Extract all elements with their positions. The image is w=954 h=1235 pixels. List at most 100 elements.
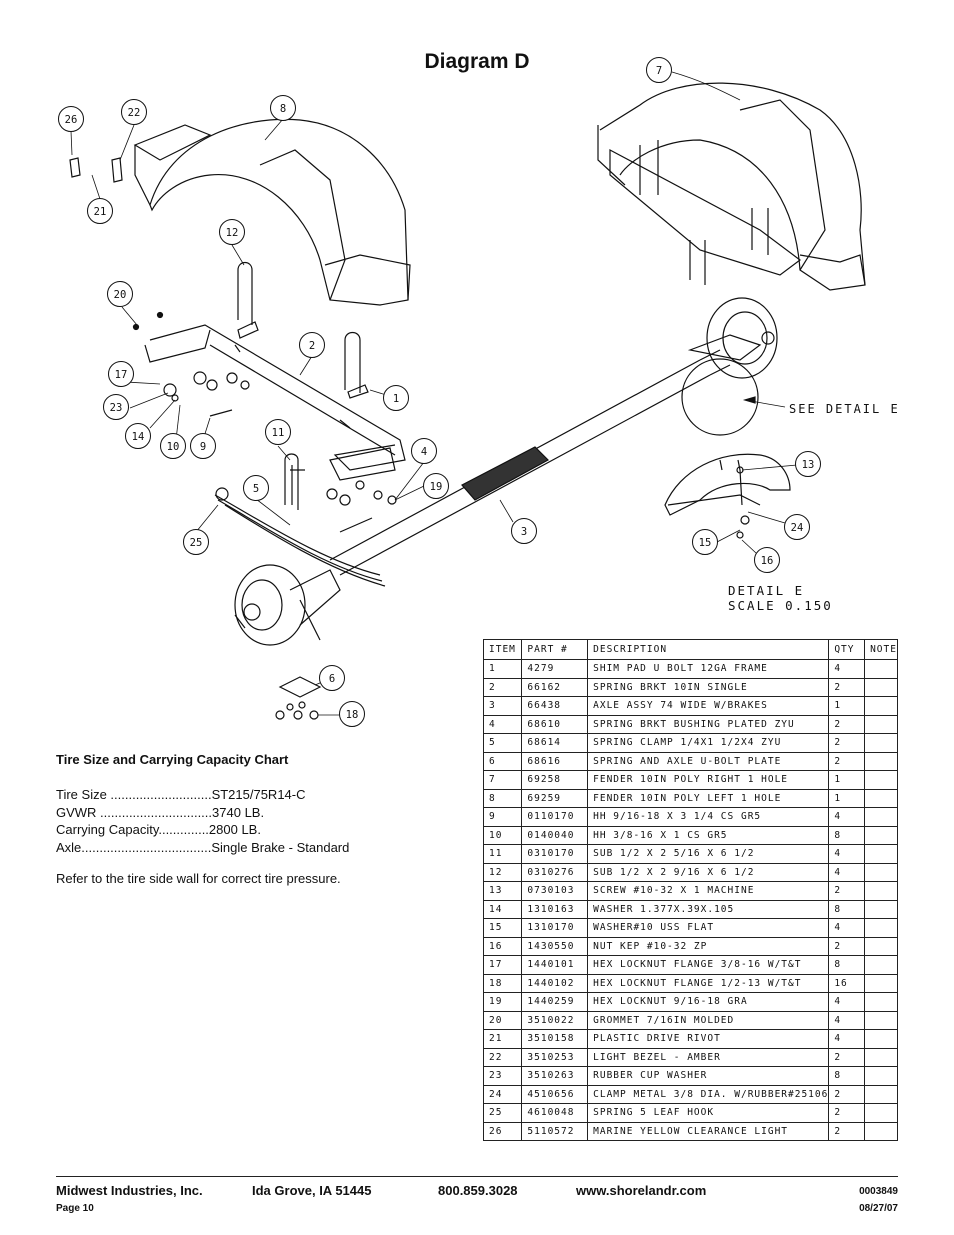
cell-description: HH 9/16-18 X 3 1/4 CS GR5 [587,807,830,827]
callout-label: 25 [190,537,203,549]
callout-label: 13 [802,459,815,471]
cell-part-number: 1440259 [521,992,589,1012]
footer-location: Ida Grove, IA 51445 [252,1183,372,1198]
cell-description: CLAMP METAL 3/8 DIA. W/RUBBER#25106 [587,1084,830,1104]
callout-8: 8 [270,95,296,121]
callout-label: 21 [94,206,107,218]
cell-part-number: 3510263 [521,1066,589,1086]
axle-tube-drawing [329,349,731,576]
cell-item: 26 [482,1121,523,1141]
cell-item: 7 [482,770,523,790]
cell-qty: 1 [828,696,866,716]
cell-item: 21 [482,1029,523,1049]
cell-description: FENDER 10IN POLY RIGHT 1 HOLE [587,770,830,790]
cell-note [864,844,898,864]
cell-note [864,955,898,975]
callout-13: 13 [795,451,821,477]
cell-note [864,936,898,956]
cell-note [864,1029,898,1049]
callout-9: 9 [190,433,216,459]
cell-part-number: 68616 [521,751,589,771]
cell-part-number: 0310170 [521,844,589,864]
cell-qty: 2 [828,1084,866,1104]
callout-circle [299,332,325,358]
spec-label: Axle.................................... [56,839,212,855]
callout-11: 11 [265,419,291,445]
cell-part-number: 1440101 [521,955,589,975]
cell-item: 24 [482,1084,523,1104]
callout-24: 24 [784,514,810,540]
spec-heading: Tire Size and Carrying Capacity Chart [56,752,289,767]
callout-10: 10 [160,433,186,459]
footer-page: Page 10 [56,1203,94,1214]
cell-qty: 4 [828,659,866,679]
callout-7: 7 [646,57,672,83]
callout-circle [243,475,269,501]
cell-part-number: 0730103 [521,881,589,901]
callout-label: 5 [253,483,259,495]
callout-label: 8 [280,103,286,115]
cell-item: 1 [482,659,523,679]
page-title: Diagram D [424,50,530,73]
cell-description: AXLE ASSY 74 WIDE W/BRAKES [587,696,830,716]
callout-25: 25 [183,529,209,555]
cell-part-number: 68614 [521,733,589,753]
cell-description: SUB 1/2 X 2 5/16 X 6 1/2 [587,844,830,864]
cell-description: SPRING CLAMP 1/4X1 1/2X4 ZYU [587,733,830,753]
callout-3: 3 [511,518,537,544]
cell-description: SCREW #10-32 X 1 MACHINE [587,881,830,901]
cell-note [864,1010,898,1030]
spec-label: GVWR ............................... [56,804,213,820]
cell-qty: 16 [828,973,866,993]
callout-label: 17 [115,369,128,381]
spec-value: ST215/75R14-C [211,787,306,802]
cell-description: HH 3/8-16 X 1 CS GR5 [587,825,830,845]
callout-label: 12 [226,227,239,239]
header-item: ITEM [482,639,523,660]
callout-label: 22 [128,107,141,119]
cell-part-number: 0110170 [521,807,589,827]
cell-qty: 4 [828,918,866,938]
cell-qty: 4 [828,844,866,864]
right-hub-drawing [681,297,778,436]
callout-label: 19 [430,481,443,493]
cell-item: 17 [482,955,523,975]
spec-label: Tire Size ............................ [56,787,212,802]
leader-lines [70,71,798,716]
callout-circle [411,438,437,464]
cell-description: SPRING AND AXLE U-BOLT PLATE [587,751,830,771]
callout-circle [511,518,537,544]
spec-row: Tire Size ............................ST… [56,786,349,804]
cell-description: MARINE YELLOW CLEARANCE LIGHT [587,1121,830,1141]
cell-item: 22 [482,1047,523,1067]
callout-12: 12 [219,219,245,245]
cell-item: 4 [482,714,523,734]
footer-date: 08/27/07 [859,1203,898,1214]
callout-23: 23 [103,394,129,420]
u-bolt-drawing [237,261,361,510]
spec-label: Carrying Capacity.............. [56,822,209,837]
cell-qty: 2 [828,1047,866,1067]
cell-description: FENDER 10IN POLY LEFT 1 HOLE [587,788,830,808]
cell-qty: 2 [828,733,866,753]
callout-circle [692,529,718,555]
cell-item: 9 [482,807,523,827]
callout-circle [319,665,345,691]
callout-label: 2 [309,340,315,352]
cell-description: SPRING BRKT BUSHING PLATED ZYU [587,714,830,734]
callout-4: 4 [411,438,437,464]
cell-item: 5 [482,733,523,753]
cell-note [864,825,898,845]
callout-circle [183,529,209,555]
cell-part-number: 1310163 [521,899,589,919]
right-fender-drawing [597,82,866,291]
cell-part-number: 5110572 [521,1121,589,1141]
callout-circle [121,99,147,125]
